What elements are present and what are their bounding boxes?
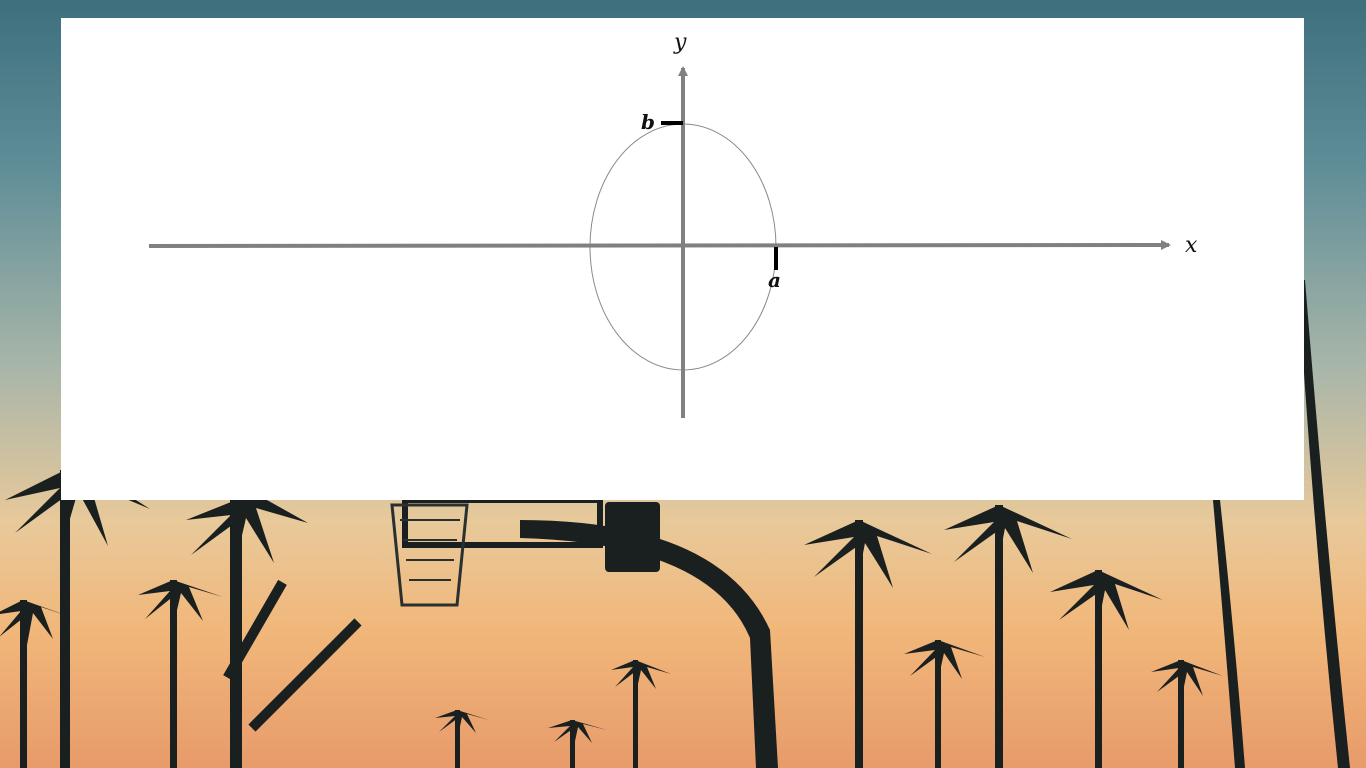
y-axis-label: y <box>673 30 687 55</box>
palm-silhouettes <box>0 280 1350 768</box>
x-axis-label: x <box>1185 233 1198 258</box>
ellipse-diagram: x y a b <box>148 30 1198 418</box>
x-axis <box>148 240 1171 251</box>
label-b: b <box>641 110 655 134</box>
slide-panel: x y a b <box>61 18 1304 500</box>
label-a: a <box>768 268 781 292</box>
